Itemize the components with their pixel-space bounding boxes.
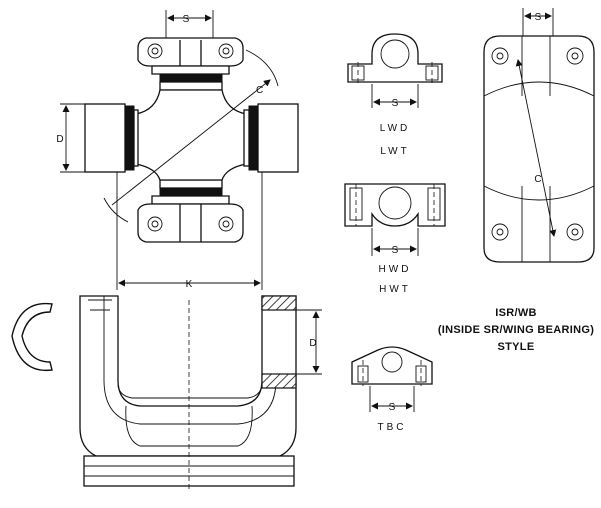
s-label-hwd: S	[392, 245, 399, 256]
s-label-isr: S	[535, 12, 542, 23]
d-label-left: D	[56, 134, 63, 145]
yoke-assembly	[79, 295, 322, 492]
hwd-label: HWD	[379, 264, 412, 275]
d-label-right: D	[309, 338, 316, 349]
lwd-label: LWD	[380, 123, 410, 134]
isr-bearing	[483, 8, 595, 263]
top-bearing-cap	[137, 37, 244, 91]
c-label-cross: C	[256, 85, 263, 96]
tbc-label: TBC	[378, 422, 407, 433]
bottom-bearing-cap	[137, 179, 244, 243]
tbc-bearing	[351, 346, 433, 412]
c-label-isr: C	[534, 174, 541, 185]
isr-title: ISR/WB	[495, 307, 537, 319]
lwt-label: LWT	[380, 146, 409, 157]
s-label-lwd: S	[392, 98, 399, 109]
left-trunnion	[84, 103, 139, 173]
cross-assembly	[60, 10, 299, 290]
right-trunnion	[243, 103, 299, 173]
bottom-bushing-hatch	[261, 373, 297, 389]
isr-style: STYLE	[498, 341, 535, 353]
snap-ring	[11, 302, 53, 372]
s-label-top: S	[183, 14, 190, 25]
isr-subtitle: (INSIDE SR/WING BEARING)	[438, 324, 594, 336]
cross-body	[135, 89, 247, 181]
hwd-bearing	[344, 183, 446, 256]
s-label-tbc: S	[389, 402, 396, 413]
c-dimension-line	[111, 79, 271, 206]
hwt-label: HWT	[379, 284, 411, 295]
top-bushing-hatch	[261, 295, 297, 311]
k-label: K	[186, 279, 193, 290]
lwd-bearing	[347, 33, 443, 108]
